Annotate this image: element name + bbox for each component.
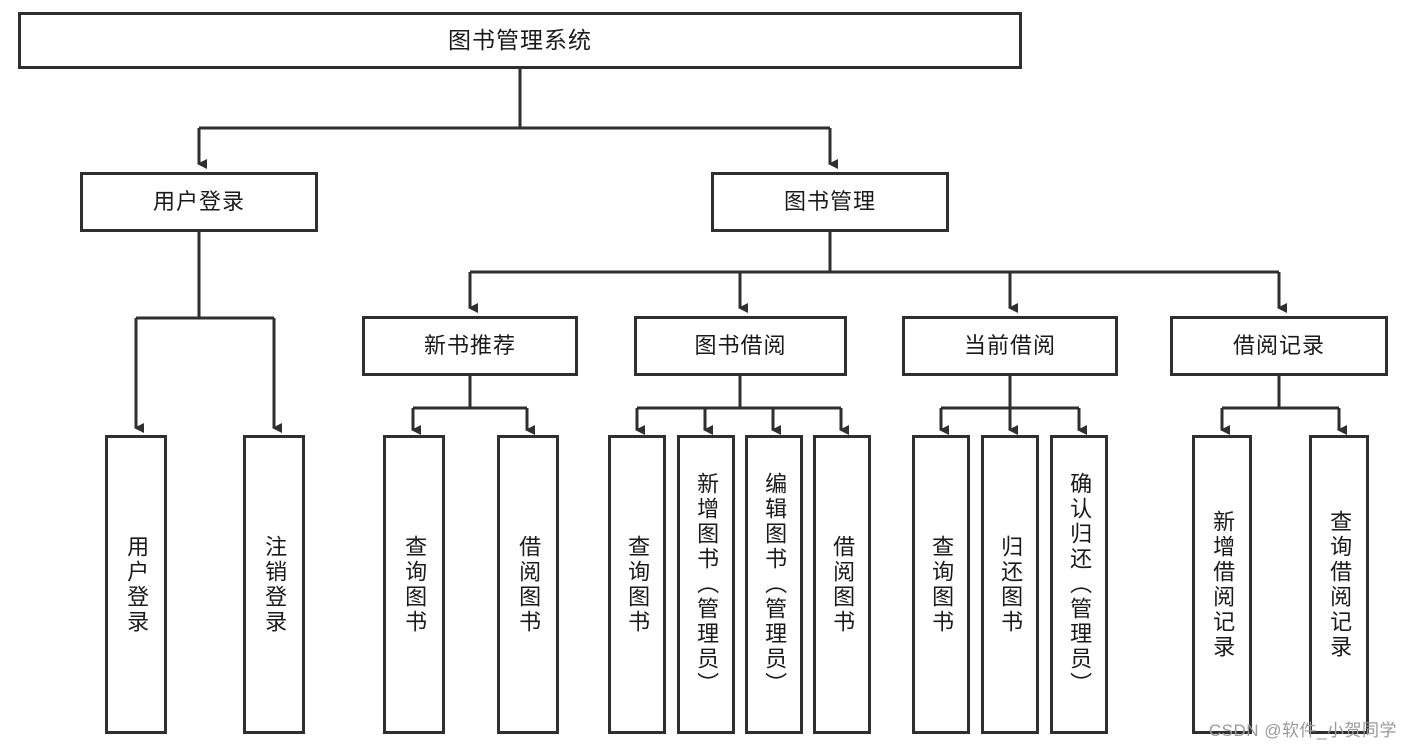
leaf-recommend-borrow-book[interactable]: 借阅图书 — [497, 435, 559, 734]
leaf-borrow-add-book-admin[interactable]: 新增图书（管理员） — [677, 435, 735, 734]
leaf-label: 确认归还（管理员） — [1067, 472, 1093, 697]
leaf-label: 新增图书（管理员） — [694, 472, 720, 697]
leaf-recommend-query-book[interactable]: 查询图书 — [383, 435, 445, 734]
leaf-borrow-borrow-book[interactable]: 借阅图书 — [813, 435, 871, 734]
leaf-user-login-login[interactable]: 用户登录 — [105, 435, 167, 734]
node-current-borrow[interactable]: 当前借阅 — [902, 316, 1118, 376]
leaf-record-query-record[interactable]: 查询借阅记录 — [1309, 435, 1369, 734]
leaf-label: 用户登录 — [124, 534, 150, 635]
leaf-record-add-record[interactable]: 新增借阅记录 — [1192, 435, 1252, 734]
leaf-label: 查询图书 — [402, 534, 428, 635]
leaf-current-query-book[interactable]: 查询图书 — [912, 435, 970, 734]
leaf-label: 查询图书 — [929, 534, 955, 635]
node-borrow-record[interactable]: 借阅记录 — [1170, 316, 1388, 376]
node-book-borrow[interactable]: 图书借阅 — [634, 316, 847, 376]
leaf-current-return-book[interactable]: 归还图书 — [981, 435, 1039, 734]
leaf-label: 归还图书 — [998, 534, 1024, 635]
leaf-label: 编辑图书（管理员） — [762, 472, 788, 697]
node-new-book-recommend[interactable]: 新书推荐 — [362, 316, 578, 376]
leaf-label: 借阅图书 — [830, 534, 856, 635]
csdn-watermark: CSDN @软件_小贺同学 — [1208, 721, 1397, 740]
node-user-login[interactable]: 用户登录 — [80, 172, 318, 232]
leaf-label: 借阅图书 — [516, 534, 542, 635]
leaf-label: 新增借阅记录 — [1210, 509, 1236, 660]
leaf-label: 注销登录 — [262, 534, 288, 635]
node-book-management[interactable]: 图书管理 — [711, 172, 949, 232]
leaf-current-confirm-return-admin[interactable]: 确认归还（管理员） — [1050, 435, 1108, 734]
leaf-label: 查询图书 — [625, 534, 651, 635]
leaf-borrow-query-book[interactable]: 查询图书 — [608, 435, 666, 734]
node-root-system[interactable]: 图书管理系统 — [18, 12, 1022, 69]
leaf-label: 查询借阅记录 — [1327, 509, 1353, 660]
leaf-borrow-edit-book-admin[interactable]: 编辑图书（管理员） — [745, 435, 803, 734]
leaf-user-login-logout[interactable]: 注销登录 — [243, 435, 305, 734]
